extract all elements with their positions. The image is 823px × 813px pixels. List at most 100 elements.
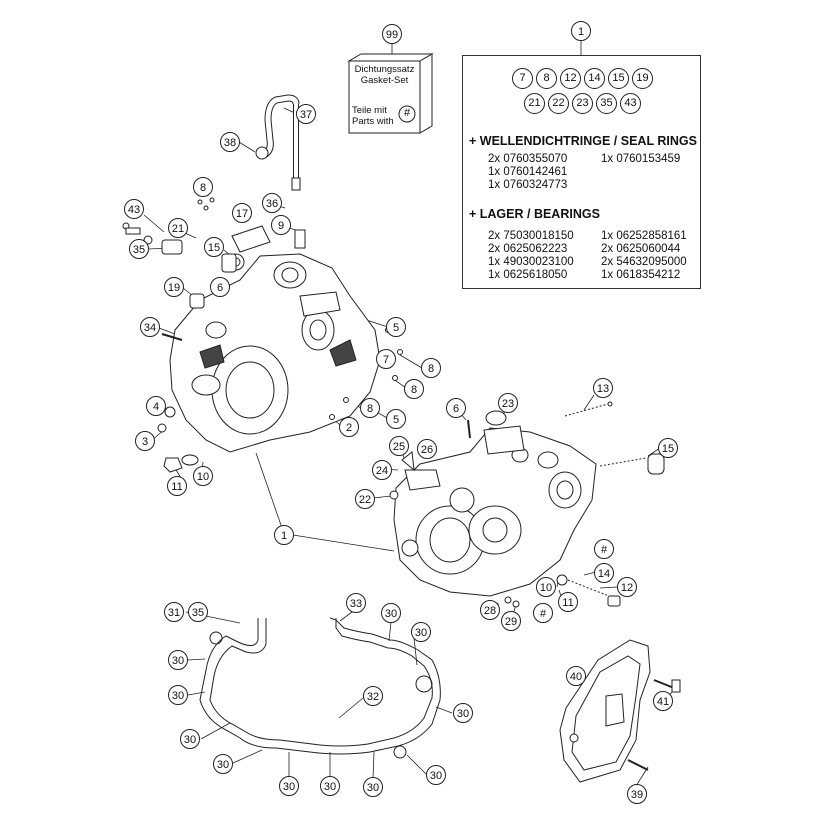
callout-number: 10	[197, 471, 209, 483]
callout-n2: 2	[339, 417, 359, 437]
callout-number: 35	[192, 607, 204, 619]
callout-n8-b: 8	[421, 358, 441, 378]
callout-n21: 21	[168, 218, 188, 238]
callout-circle	[135, 431, 155, 451]
callout-number: 1	[281, 530, 287, 542]
callout-n10-b: 10	[536, 577, 556, 597]
callout-n19: 19	[164, 277, 184, 297]
callout-circle	[164, 602, 184, 622]
callout-number: 30	[217, 759, 229, 771]
callout-n39: 39	[627, 784, 647, 804]
callout-number: 29	[505, 616, 517, 628]
callout-n12: 12	[617, 577, 637, 597]
callout-n15-a: 15	[204, 237, 224, 257]
callout-circle	[421, 358, 441, 378]
callout-number: 13	[597, 383, 609, 395]
callout-circle	[658, 438, 678, 458]
bearing-part-number: 1x 0618354212	[601, 269, 681, 281]
bearing-part-number: 2x 75030018150	[488, 230, 574, 242]
callout-number: 99	[386, 29, 398, 41]
callout-n17: 17	[232, 203, 252, 223]
callout-number: 17	[236, 208, 248, 220]
callout-number: 14	[598, 568, 610, 580]
gasket-line1: Dichtungssatz	[354, 64, 415, 75]
callout-number: 8	[411, 384, 417, 396]
bearings-title: + LAGER / BEARINGS	[469, 207, 600, 221]
callout-number: 4	[153, 401, 159, 413]
callout-number: 1	[578, 26, 584, 38]
callout-circle	[124, 199, 144, 219]
callout-circle	[501, 611, 521, 631]
callout-n30-k: 30	[426, 765, 446, 785]
callout-circle	[411, 622, 431, 642]
gasket-line2: Gasket-Set	[360, 75, 409, 86]
callout-circle	[168, 650, 188, 670]
callout-number: 5	[393, 322, 399, 334]
callout-circle	[204, 237, 224, 257]
callout-circle	[382, 24, 402, 44]
callout-circle	[279, 776, 299, 796]
callout-number: 6	[453, 403, 459, 415]
callout-circle	[389, 436, 409, 456]
small-parts	[122, 94, 665, 608]
callout-number: 9	[278, 220, 284, 232]
clutch-cover-gasket	[199, 617, 441, 759]
included-part-23: 23	[572, 93, 593, 114]
callout-n30-d: 30	[168, 685, 188, 705]
callout-circle	[168, 218, 188, 238]
callout-n41: 41	[653, 691, 673, 711]
callout-n23: 23	[498, 393, 518, 413]
callout-n30-j: 30	[363, 777, 383, 797]
callout-n7: 7	[376, 349, 396, 369]
callout-number: #	[601, 544, 608, 556]
seal-rings-title: + WELLENDICHTRINGE / SEAL RINGS	[469, 134, 697, 148]
callout-circle	[363, 686, 383, 706]
seal-ring-part-number: 1x 0760324773	[488, 179, 568, 191]
callout-n4: 4	[146, 396, 166, 416]
callout-n8-d: 8	[360, 398, 380, 418]
callout-n11-a: 11	[167, 476, 187, 496]
callout-n9: 9	[271, 215, 291, 235]
callout-number: 30	[172, 690, 184, 702]
bearing-part-number: 1x 0625618050	[488, 269, 568, 281]
callout-number: 37	[300, 109, 312, 121]
seal-ring-part-number: 1x 0760142461	[488, 166, 568, 178]
callout-circle	[129, 239, 149, 259]
callout-circle	[320, 776, 340, 796]
callout-circle	[386, 317, 406, 337]
callout-n30-g: 30	[213, 754, 233, 774]
bearing-part-number: 2x 0625062223	[488, 243, 568, 255]
callout-circle	[146, 396, 166, 416]
callout-circle	[558, 592, 578, 612]
callout-circle	[193, 466, 213, 486]
callout-number: 30	[172, 655, 184, 667]
callout-circle	[376, 349, 396, 369]
callout-circle	[566, 666, 586, 686]
callout-n32: 32	[363, 686, 383, 706]
callout-number: 31	[168, 607, 180, 619]
callout-n34: 34	[140, 317, 160, 337]
callout-circle	[446, 398, 466, 418]
callout-n30-f: 30	[180, 729, 200, 749]
callout-number: 15	[208, 242, 220, 254]
callout-circle	[167, 476, 187, 496]
callout-number: 8	[367, 403, 373, 415]
callout-circle	[220, 132, 240, 152]
callout-circle	[386, 409, 406, 429]
bearing-part-number: 2x 54632095000	[601, 256, 687, 268]
sprocket-cover	[559, 639, 681, 783]
callout-number: 24	[376, 465, 388, 477]
callout-number: 36	[266, 198, 278, 210]
callout-number: 21	[172, 223, 184, 235]
callout-number: #	[540, 608, 547, 620]
included-part-22: 22	[548, 93, 569, 114]
callout-circle	[617, 577, 637, 597]
callout-number: 26	[421, 444, 433, 456]
callout-number: 3	[142, 436, 148, 448]
callout-n15-b: 15	[658, 438, 678, 458]
included-part-7: 7	[512, 68, 533, 89]
